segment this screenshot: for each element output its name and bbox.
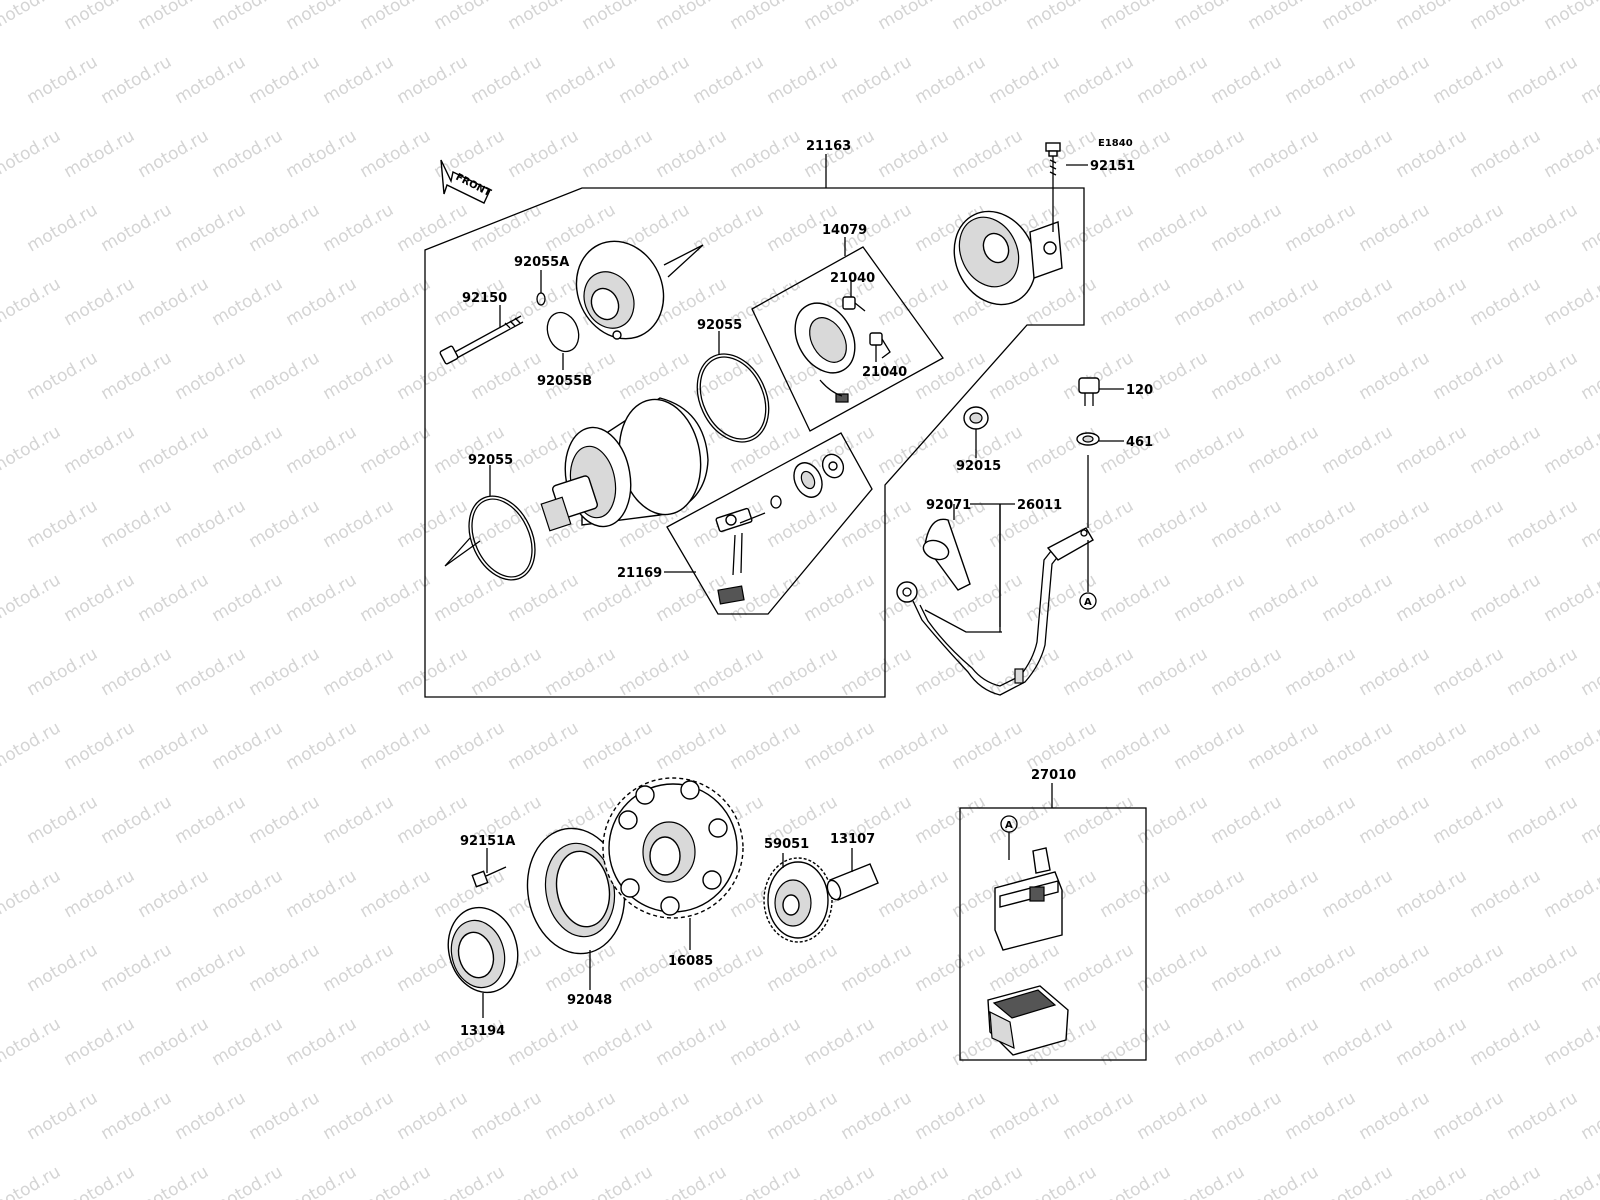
brush-plate-icon	[794, 302, 856, 403]
oneway-13194-icon	[447, 906, 519, 994]
rear-cover-icon	[953, 210, 1063, 306]
part-number-labels: 21163 92151 14079 21040 21040 92055A 921…	[460, 139, 1153, 1039]
bolt-120-icon	[1078, 377, 1100, 406]
label-92150: 92150	[462, 291, 507, 306]
label-14079: 14079	[822, 223, 867, 238]
gear-59051-icon	[763, 857, 833, 943]
label-461: 461	[1126, 435, 1153, 450]
diagram-code: E1840	[1098, 138, 1133, 149]
nut-92015-icon	[963, 406, 989, 430]
label-13194: 13194	[460, 1024, 505, 1039]
label-120: 120	[1126, 383, 1153, 398]
label-21169: 21169	[617, 566, 662, 581]
callout-a-label: A	[1084, 597, 1092, 608]
terminal-nut-icon	[793, 453, 845, 498]
oring-92055-mid-icon	[696, 353, 770, 443]
label-92151: 92151	[1090, 159, 1135, 174]
callout-a-relay-label: A	[1005, 820, 1013, 831]
bolt-92151a-icon	[471, 866, 507, 888]
front-cover-icon	[575, 240, 704, 340]
cap-92071-icon	[922, 518, 971, 591]
label-92048: 92048	[567, 993, 612, 1008]
terminal-bolt-icon	[715, 495, 782, 605]
shaft-13107-icon	[826, 863, 879, 901]
label-21163: 21163	[806, 139, 851, 154]
label-92055b: 92055B	[537, 374, 592, 389]
long-bolt-92150-icon	[439, 315, 524, 365]
washer-461-icon	[1076, 432, 1100, 446]
label-26011: 26011	[1017, 498, 1062, 513]
label-13107: 13107	[830, 832, 875, 847]
bolt-92151-icon	[1045, 142, 1061, 178]
brush-21040-b-icon	[869, 332, 891, 359]
starter-assembly-frame	[424, 187, 1085, 698]
label-59051: 59051	[764, 837, 809, 852]
label-92151a: 92151A	[460, 834, 515, 849]
oring-92055-left-icon	[444, 495, 536, 581]
label-92055-left: 92055	[468, 453, 513, 468]
label-21040-b: 21040	[862, 365, 907, 380]
brush-holder-frame	[751, 246, 944, 432]
label-27010: 27010	[1031, 768, 1076, 783]
label-92015: 92015	[956, 459, 1001, 474]
brush-21040-a-icon	[842, 296, 866, 312]
label-92055-mid: 92055	[697, 318, 742, 333]
clutch-92048-icon	[526, 827, 626, 955]
cable-26011-icon	[896, 527, 1094, 696]
relay-frame	[959, 807, 1147, 1061]
oring-92055b-icon	[546, 311, 580, 353]
leader-lines: A A	[482, 154, 1124, 1018]
label-21040-a: 21040	[830, 271, 875, 286]
relay-27010-icon	[987, 847, 1069, 1056]
label-16085: 16085	[668, 954, 713, 969]
motor-yoke-icon	[540, 397, 709, 532]
callout-a-circle	[1079, 592, 1097, 610]
label-92055a: 92055A	[514, 255, 569, 270]
gear-16085-icon	[602, 777, 744, 919]
terminal-kit-frame	[666, 432, 873, 615]
label-92071: 92071	[926, 498, 971, 513]
